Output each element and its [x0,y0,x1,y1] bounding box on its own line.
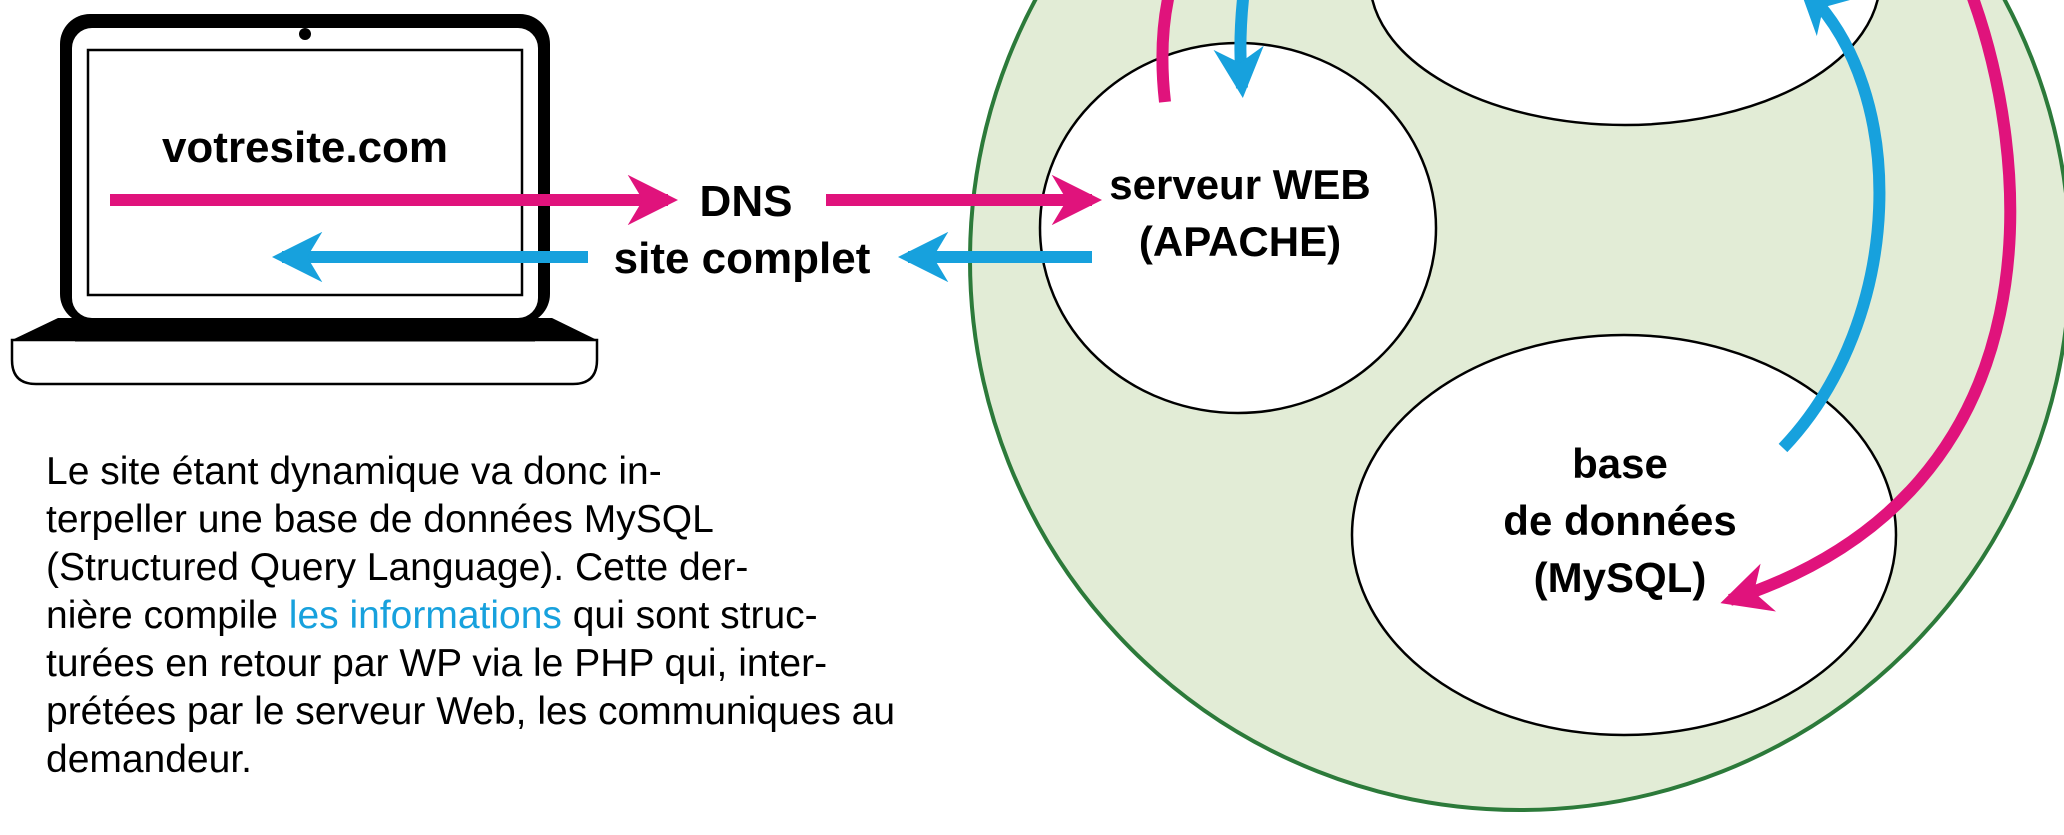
database-label-line3: (MySQL) [1534,554,1707,601]
laptop-url-label: votresite.com [162,123,448,172]
paragraph-line: turées en retour par WP via le PHP qui, … [46,642,828,685]
explanation-paragraph: Le site étant dynamique va donc in- terp… [46,448,1106,784]
paragraph-text: qui sont struc- [561,594,818,637]
php-engine-circle [1371,0,1879,127]
database-circle [1350,333,1898,737]
response-arrow-from-database [1778,0,1886,453]
database-label-line1: base [1572,440,1668,487]
web-server-label-line2: (APACHE) [1139,218,1341,265]
paragraph-line: nière compile les informations qui sont … [46,592,1106,640]
paragraph-line: demandeur. [46,738,252,781]
web-server-label-line1: serveur WEB [1109,161,1370,208]
informations-link[interactable]: les informations [288,594,562,637]
paragraph-line: (Structured Query Language). Cette der- [46,546,749,589]
paragraph-line: prétées par le serveur Web, les communiq… [46,690,896,733]
site-complet-label: site complet [614,234,871,283]
dns-label: DNS [700,177,793,226]
laptop-icon [10,14,599,386]
request-arrow-up [1156,0,1174,103]
paragraph-line: Le site étant dynamique va donc in- [46,450,662,493]
database-label-line2: de données [1503,497,1736,544]
paragraph-text: nière compile [46,594,289,637]
response-arrow-down [1213,0,1264,99]
paragraph-line: terpeller une base de données MySQL [46,498,714,541]
request-arrow-to-database [1720,0,2017,612]
